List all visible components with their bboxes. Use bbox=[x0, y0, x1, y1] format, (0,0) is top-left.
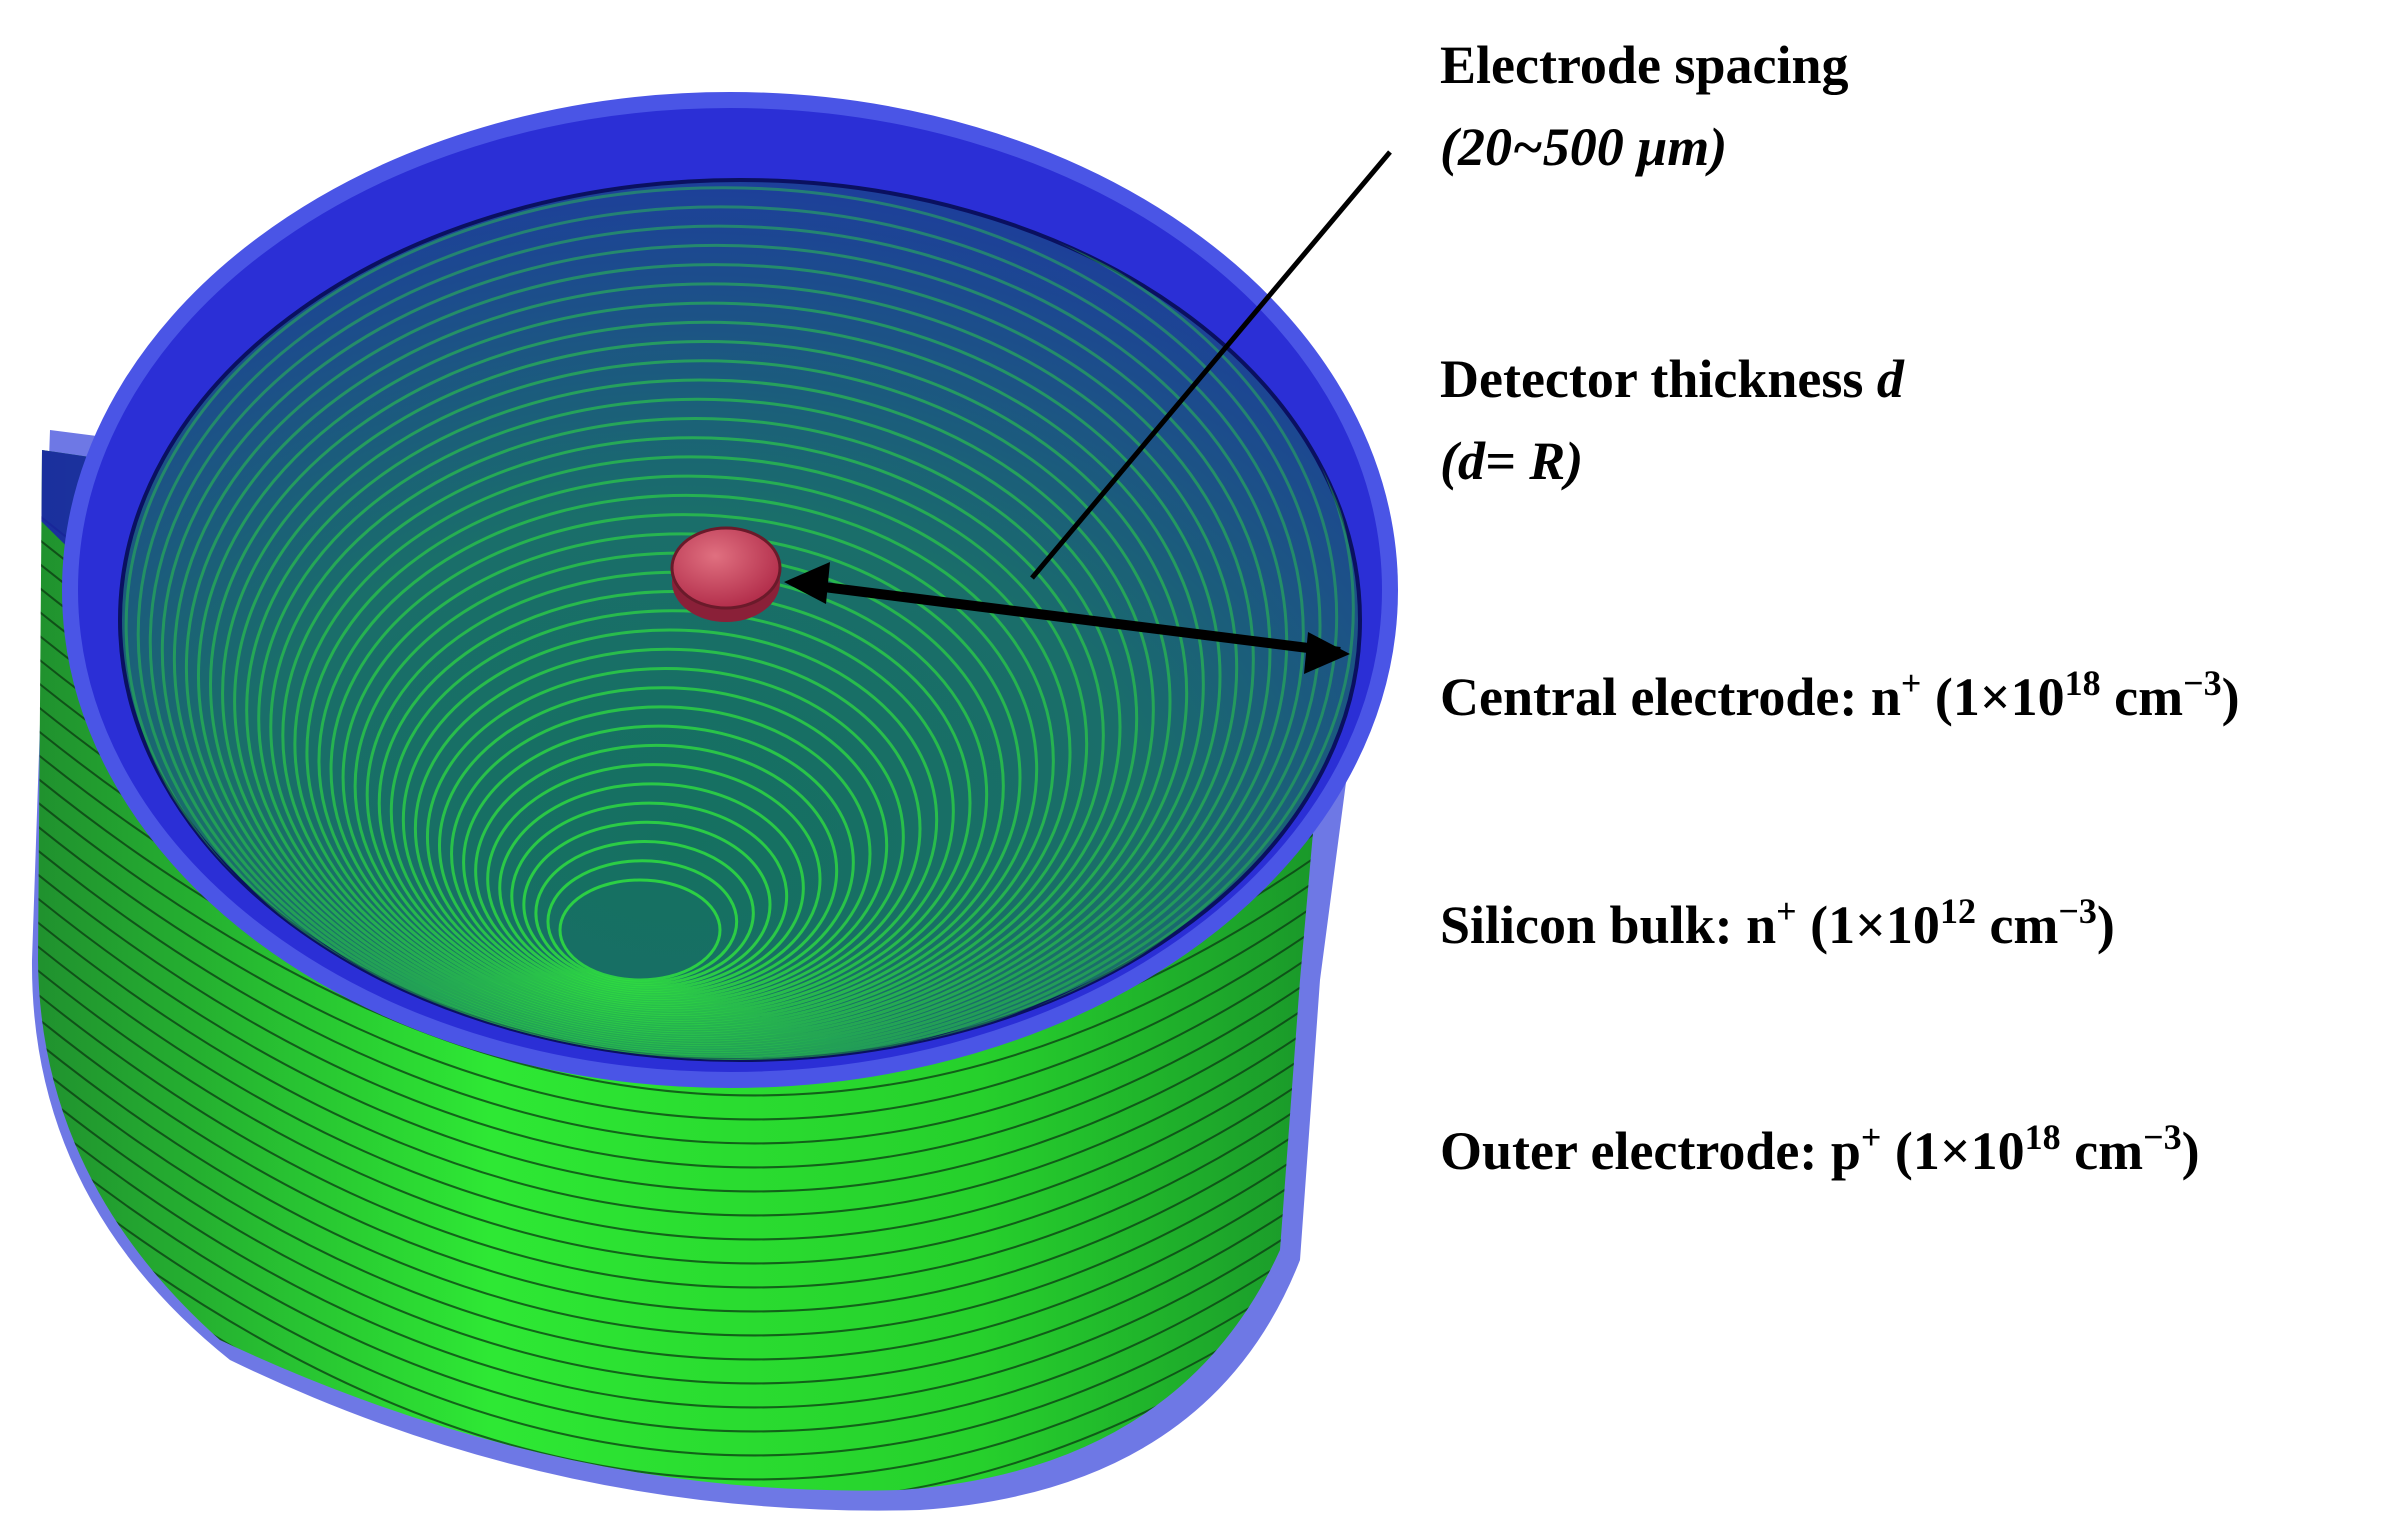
bowl-contour-ring bbox=[317, 493, 1055, 1028]
bowl-contour-ring bbox=[534, 840, 755, 987]
side-contour-line bbox=[38, 931, 1330, 1241]
bowl-contour-ring bbox=[510, 801, 789, 991]
bowl-contour-ring bbox=[257, 397, 1139, 1040]
bowl-contour-ring bbox=[413, 647, 922, 1010]
bowl-contour-ring bbox=[450, 705, 872, 1003]
bowl-contour-ring bbox=[486, 763, 822, 996]
bowl-contour-ring bbox=[389, 609, 955, 1014]
thickness-pointer bbox=[1030, 150, 1392, 580]
spacing-arrowhead-right bbox=[1304, 632, 1350, 674]
side-contour-line bbox=[38, 1075, 1330, 1385]
bowl-contour-ring bbox=[120, 180, 1355, 1060]
side-contour-line bbox=[38, 787, 1330, 1097]
bowl-contour-ring bbox=[498, 782, 805, 994]
outer-electrode-label: Outer electrode: p+ (1×1018 cm−3) bbox=[1440, 1117, 2200, 1181]
bowl-contour-ring bbox=[341, 532, 1022, 1024]
bowl-contour-ring bbox=[245, 378, 1155, 1042]
spacing-arrowhead-left bbox=[784, 562, 830, 604]
bowl-contour-ring bbox=[462, 724, 855, 1000]
central-electrode bbox=[670, 526, 782, 610]
bowl-contour-ring bbox=[474, 743, 839, 998]
bowl-contour-ring bbox=[269, 416, 1122, 1037]
bowl-contour-ring bbox=[293, 455, 1089, 1033]
side-contour-line bbox=[38, 979, 1330, 1289]
side-contour-line bbox=[38, 1123, 1330, 1433]
bowl-contour-ring bbox=[281, 436, 1105, 1035]
bowl-contour-ring bbox=[120, 180, 1339, 1060]
side-contour-line bbox=[38, 955, 1330, 1265]
spacing-arrow bbox=[799, 579, 1341, 657]
side-contour-line bbox=[38, 883, 1330, 1193]
bowl-contour-ring bbox=[196, 301, 1222, 1051]
side-contour-line bbox=[38, 1027, 1330, 1337]
bowl-contour-ring bbox=[437, 686, 889, 1005]
bowl-contour-ring bbox=[558, 878, 722, 982]
bowl-contour-ring bbox=[425, 666, 905, 1007]
bowl-contour-ring bbox=[546, 859, 739, 984]
side-contour-line bbox=[38, 1003, 1330, 1313]
bowl-contour-ring bbox=[172, 263, 1255, 1056]
bowl-contour-ring bbox=[209, 320, 1205, 1049]
bowl-contour-ring bbox=[522, 820, 772, 989]
side-contour-line bbox=[38, 1099, 1330, 1409]
bowl-contour-ring bbox=[233, 359, 1172, 1044]
bowl-contour-ring bbox=[221, 340, 1189, 1047]
electrode-spacing-value: (20~500 μm) bbox=[1440, 117, 1728, 177]
electrode-spacing-label: Electrode spacing bbox=[1440, 35, 1849, 95]
side-contour-line bbox=[38, 1051, 1330, 1361]
bowl-contour-ring bbox=[160, 243, 1272, 1058]
bowl-contour-ring bbox=[329, 513, 1039, 1026]
side-contour-line bbox=[38, 907, 1330, 1217]
side-contour-line bbox=[38, 1171, 1330, 1481]
bowl-contour-ring bbox=[136, 205, 1305, 1060]
bowl-contour-ring bbox=[124, 186, 1322, 1060]
bowl-contour-ring bbox=[184, 282, 1239, 1054]
bowl-contour-ring bbox=[401, 628, 939, 1012]
central-electrode-label: Central electrode: n+ (1×1018 cm−3) bbox=[1440, 663, 2240, 727]
detector-thickness-label: Detector thickness d bbox=[1440, 349, 1904, 409]
side-contour-line bbox=[38, 1195, 1330, 1491]
detector-thickness-value: (d= R) bbox=[1440, 431, 1584, 491]
silicon-bulk-label: Silicon bulk: n+ (1×1012 cm−3) bbox=[1440, 891, 2115, 955]
side-contour-line bbox=[38, 859, 1330, 1169]
side-contour-line bbox=[38, 1147, 1330, 1457]
side-contour-line bbox=[38, 835, 1330, 1145]
side-contour-line bbox=[38, 811, 1330, 1121]
bowl-contour-ring bbox=[305, 474, 1072, 1030]
